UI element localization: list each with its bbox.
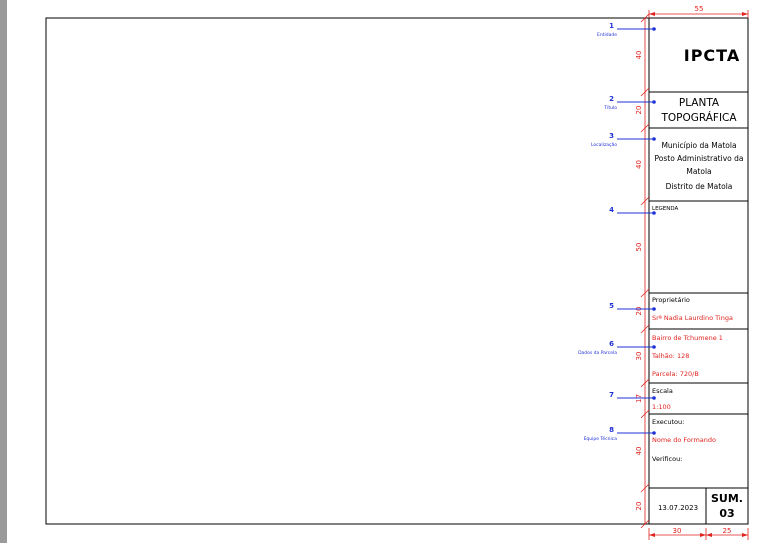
date-value: 13.07.2023	[658, 504, 698, 512]
dimension-row-height: 30	[635, 352, 643, 361]
sheet-code-line-1: SUM.	[711, 492, 743, 505]
dimension-tick	[640, 324, 650, 334]
location-line-3: Matola	[686, 167, 711, 176]
dimension-tick	[640, 519, 650, 529]
dimension-row-height: 50	[635, 243, 643, 252]
parcel-line-3: Parcela: 720/B	[652, 370, 699, 378]
callout-dot	[652, 137, 656, 141]
parcel-line-1: Bairro de Tchumene 1	[652, 334, 723, 342]
callout-number: 6	[609, 340, 614, 348]
title-line-1: PLANTA	[679, 97, 720, 109]
verified-label: Verificou:	[652, 455, 682, 463]
owner-label: Proprietário	[652, 296, 690, 304]
location-line-4: Distrito de Matola	[666, 182, 733, 191]
dimension-row-height: 40	[635, 160, 643, 169]
dimension-tick	[640, 123, 650, 133]
callout-number: 5	[609, 302, 614, 310]
dimension-labels: 40 20 40 50 20 30 17 40 20	[635, 51, 643, 511]
location-line-2: Posto Administrativo da	[655, 154, 744, 163]
title-block-rows	[649, 91, 748, 524]
callout-dot	[652, 27, 656, 31]
executed-label: Executou:	[652, 418, 684, 426]
callout-label: Equipe Técnica	[584, 435, 618, 442]
dimension-arrows	[649, 12, 748, 537]
dimension-width-left: 30	[673, 527, 682, 535]
dimension-row-height: 17	[635, 394, 643, 403]
dimension-row-height: 40	[635, 447, 643, 456]
dimension-tick	[640, 13, 650, 23]
dimension-tick	[640, 378, 650, 388]
callout-dot	[652, 307, 656, 311]
callout-label: Dados da Parcela	[578, 350, 617, 356]
callout-number: 3	[609, 132, 614, 140]
callout-number: 1	[609, 22, 614, 30]
dimension-tick	[640, 409, 650, 419]
legend-label: LEGENDA	[652, 206, 679, 212]
callout-dot	[652, 345, 656, 349]
callout-number: 2	[609, 95, 614, 103]
callout-number: 4	[609, 206, 614, 214]
executed-value: Nome do Formando	[652, 436, 716, 444]
sheet-code-line-2: 03	[719, 507, 734, 520]
scale-value: 1:100	[652, 403, 671, 411]
dimension-row-height: 40	[635, 51, 643, 60]
dimension-tick	[640, 483, 650, 493]
callout-dot	[652, 211, 656, 215]
dimension-row-height: 20	[635, 106, 643, 115]
callout-number: 7	[609, 391, 614, 399]
entity-name: IPCTA	[684, 46, 740, 65]
dimension-tick	[640, 196, 650, 206]
dimension-row-height: 20	[635, 502, 643, 511]
callout-label: Localização	[591, 142, 617, 148]
callout-label: Título	[603, 104, 617, 111]
dimension-width-right: 25	[723, 527, 732, 535]
callout-dot	[652, 100, 656, 104]
scale-label: Escala	[652, 387, 673, 395]
title-line-2: TOPOGRÁFICA	[660, 111, 737, 124]
drawing-frame	[45, 17, 749, 525]
dimension-tick	[640, 87, 650, 97]
callout-dot	[652, 396, 656, 400]
dimension-tick	[640, 288, 650, 298]
dimension-row-height: 20	[635, 307, 643, 316]
parcel-line-2: Talhão: 128	[651, 352, 689, 360]
owner-value: Srª Nadia Laurdino Tinga	[652, 314, 733, 322]
dimension-ticks	[640, 13, 650, 529]
callout-label: Entidade	[597, 32, 617, 38]
left-edge-bar	[0, 0, 7, 543]
dimension-width-total: 55	[695, 5, 704, 13]
location-line-1: Município da Matola	[661, 141, 736, 150]
callout-number: 8	[609, 426, 614, 434]
callout-dot	[652, 431, 656, 435]
